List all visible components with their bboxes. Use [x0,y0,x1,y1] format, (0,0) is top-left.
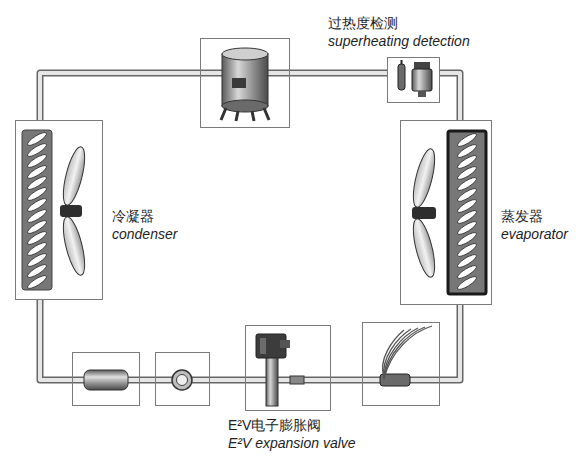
distributor-figure [363,326,439,386]
evaporator-figure [409,131,486,294]
pipe-core [440,305,460,380]
refrigerant-pipe [40,300,72,380]
filter-drier-box [72,352,140,406]
component-label-en: superheating detection [328,32,470,50]
component-caption: 蒸发器evaporator [501,207,568,243]
pipe-core [290,71,387,75]
refrigerant-pipe [290,70,387,77]
component-label-en: E²V expansion valve [228,434,356,452]
sensor-box: 过热度检测superheating detection [387,57,440,103]
pipe-core [140,378,155,382]
distributor-tube [384,327,425,379]
component-label-zh: 蒸发器 [501,207,568,225]
component-caption: 过热度检测superheating detection [328,14,470,50]
refrigerant-pipe [210,377,245,384]
refrigerant-pipe [140,377,155,384]
coil-tube [456,274,478,291]
filter-drier-figure [73,370,139,390]
sight-glass-figure [156,370,209,390]
sensor-figure [398,60,432,97]
expansion-valve-box: E²V电子膨胀阀E²V expansion valve [245,325,331,411]
component-caption: E²V电子膨胀阀E²V expansion valve [228,416,356,452]
refrigerant-pipe [440,305,460,380]
distributor-tube [384,329,411,378]
coil-tube [26,273,48,290]
condenser-figure [22,130,89,291]
pipe-core [331,378,362,382]
condenser-box: 冷凝器condenser [15,120,103,300]
refrigerant-pipe [331,377,362,384]
component-label-zh: 冷凝器 [112,207,177,225]
compressor-box [200,38,290,128]
refrigerant-pipe [40,73,200,120]
sight-glass-box [155,352,210,406]
component-label-zh: E²V电子膨胀阀 [228,416,356,434]
pipe-core [40,73,200,120]
evaporator-box: 蒸发器evaporator [400,120,492,305]
pipe-core [40,300,72,380]
pipe-core [440,73,460,120]
component-caption: 冷凝器condenser [112,207,177,243]
pipe-core [210,378,245,382]
compressor-figure [201,48,289,121]
refrigerant-pipe [440,73,460,120]
distributor-tube [384,326,432,379]
component-label-en: condenser [112,225,177,243]
expansion-valve-figure [246,334,330,406]
distributor-box [362,322,440,406]
component-label-zh: 过热度检测 [328,14,470,32]
component-label-en: evaporator [501,225,568,243]
